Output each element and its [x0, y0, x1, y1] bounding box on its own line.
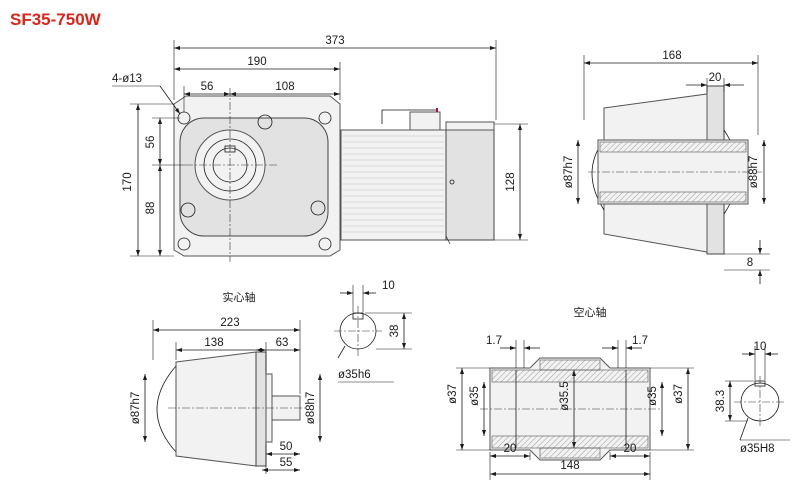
hollow-dim-20b: 20 — [624, 443, 637, 455]
hollow-dim-35a: ø35 — [469, 386, 481, 406]
hollow-shaft-label: 空心轴 — [574, 305, 607, 319]
dim-56-top: 56 — [201, 81, 214, 93]
solid-dim-50: 50 — [280, 441, 293, 453]
dim-88: 88 — [145, 202, 157, 215]
bore-dim-35: ø35H8 — [740, 443, 775, 455]
hollow-dim-17b: 1.7 — [632, 335, 648, 347]
shaft-key-section: 10 38 ø35h6 — [334, 280, 412, 383]
key-dim-38: 38 — [389, 325, 401, 338]
solid-shaft-label: 实心轴 — [223, 290, 256, 304]
hollow-dim-20a: 20 — [504, 443, 517, 455]
hollow-shaft-view: 空心轴 1.7 1.7 ø37 ø35 ø35.5 ø35 — [447, 305, 694, 480]
motor-body — [340, 129, 447, 241]
dim-190: 190 — [247, 56, 266, 68]
solid-shaft-view: 实心轴 223 138 63 ø87h7 ø88h7 50 55 — [130, 290, 322, 474]
motor-endcap — [445, 123, 495, 241]
hollow-dim-37b: ø37 — [673, 384, 685, 404]
side-dim-168: 168 — [662, 50, 681, 62]
side-dim-88: ø88h7 — [748, 156, 760, 189]
solid-dim-87: ø87h7 — [130, 392, 142, 425]
solid-dim-63: 63 — [276, 337, 289, 349]
dim-170: 170 — [122, 172, 134, 191]
terminal-box — [409, 111, 441, 131]
mount-hole-tr — [318, 111, 332, 125]
dim-total-length: 373 — [325, 35, 344, 47]
hollow-dim-35b: ø35 — [647, 386, 659, 406]
solid-housing — [175, 351, 257, 467]
solid-dim-223: 223 — [220, 317, 239, 329]
dim-56-left: 56 — [145, 136, 157, 149]
key-dim-35: ø35h6 — [338, 369, 371, 381]
bore-key-section: 10 38.3 ø35H8 — [715, 341, 790, 455]
drawing-title: SF35-750W — [10, 10, 102, 29]
side-view: 168 20 ø87h7 ø88h7 8 — [563, 50, 770, 284]
side-dim-20: 20 — [709, 72, 722, 84]
solid-flange — [255, 351, 267, 467]
main-front-view: 373 190 56 108 4-ø13 170 56 88 128 — [112, 35, 528, 262]
dim-128: 128 — [505, 172, 517, 191]
solid-dim-55: 55 — [280, 457, 293, 469]
solid-dim-88: ø88h7 — [305, 392, 317, 425]
side-dim-8: 8 — [747, 257, 753, 269]
hollow-dim-17a: 1.7 — [486, 335, 502, 347]
mount-hole-br — [318, 237, 332, 251]
mount-hole-bl — [177, 237, 191, 251]
key-dim-10: 10 — [382, 280, 395, 292]
dim-holes: 4-ø13 — [112, 73, 142, 85]
dim-108: 108 — [275, 81, 294, 93]
solid-dim-138: 138 — [204, 337, 223, 349]
hollow-dim-37a: ø37 — [447, 384, 459, 404]
hollow-dim-148: 148 — [560, 460, 579, 472]
bore-dim-10: 10 — [754, 341, 767, 353]
hollow-dim-355: ø35.5 — [559, 381, 571, 410]
side-dim-87: ø87h7 — [563, 156, 575, 189]
bore-dim-383: 38.3 — [715, 390, 727, 412]
